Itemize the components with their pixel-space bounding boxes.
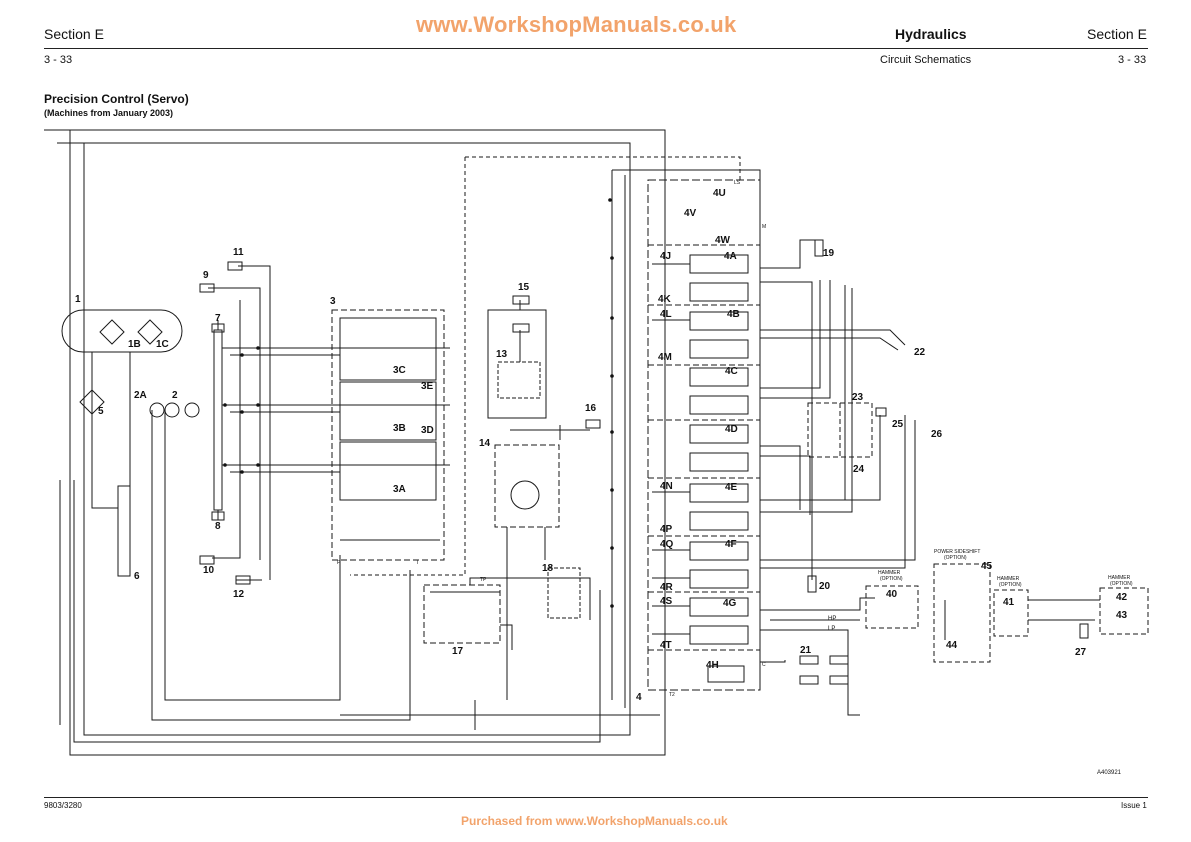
label-17: 17 xyxy=(452,646,464,657)
label-25: 25 xyxy=(892,419,904,430)
port-t2: T2 xyxy=(669,692,675,698)
label-24: 24 xyxy=(853,464,865,475)
label-4q: 4Q xyxy=(660,539,674,550)
page-number-right: 3 - 33 xyxy=(1118,54,1147,66)
label-7: 7 xyxy=(215,313,221,324)
label-1b: 1B xyxy=(128,339,141,350)
header-rule xyxy=(44,48,1148,49)
label-3e: 3E xyxy=(421,381,434,392)
section-label-right: Section E xyxy=(1087,26,1147,42)
watermark-top: www.WorkshopManuals.co.uk xyxy=(416,12,737,37)
label-12: 12 xyxy=(233,589,245,600)
section-label-left: Section E xyxy=(44,26,104,42)
label-4a: 4A xyxy=(724,251,737,262)
label-13: 13 xyxy=(496,349,508,360)
label-44: 44 xyxy=(946,640,958,651)
label-4r: 4R xyxy=(660,582,674,593)
label-4: 4 xyxy=(636,692,642,703)
chapter-subtitle: Circuit Schematics xyxy=(880,54,972,66)
footer-rule xyxy=(44,797,1148,798)
label-2a: 2A xyxy=(134,390,147,401)
label-10: 10 xyxy=(203,565,215,576)
hammer-option-2-line1: HAMMER xyxy=(997,576,1020,582)
label-4s: 4S xyxy=(660,596,673,607)
label-23: 23 xyxy=(852,392,864,403)
label-4j: 4J xyxy=(660,251,671,262)
port-lp: LP xyxy=(828,626,835,632)
label-1: 1 xyxy=(75,294,81,305)
label-3d: 3D xyxy=(421,425,434,436)
hammer-option-3-line1: HAMMER xyxy=(1108,575,1131,581)
port-hp: HP xyxy=(828,616,836,622)
label-4b: 4B xyxy=(727,309,740,320)
document-number: 9803/3280 xyxy=(44,801,82,810)
page-number-left: 3 - 33 xyxy=(44,54,73,66)
label-40: 40 xyxy=(886,589,898,600)
power-sideshift-line1: POWER SIDESHIFT xyxy=(934,549,980,555)
label-4c: 4C xyxy=(725,366,738,377)
diagram-subheading: (Machines from January 2003) xyxy=(44,108,174,118)
label-19: 19 xyxy=(823,248,835,259)
issue-number: Issue 1 xyxy=(1121,801,1147,810)
label-20: 20 xyxy=(819,581,831,592)
chapter-title: Hydraulics xyxy=(895,26,967,42)
label-3b: 3B xyxy=(393,423,406,434)
label-21: 21 xyxy=(800,645,812,656)
label-4e: 4E xyxy=(725,482,738,493)
hammer-option-1-line2: (OPTION) xyxy=(880,576,903,582)
label-22: 22 xyxy=(914,347,926,358)
label-1c: 1C xyxy=(156,339,169,350)
label-42: 42 xyxy=(1116,592,1128,603)
label-3: 3 xyxy=(330,296,336,307)
label-27: 27 xyxy=(1075,647,1087,658)
label-14: 14 xyxy=(479,438,491,449)
label-18: 18 xyxy=(542,563,554,574)
label-15: 15 xyxy=(518,282,530,293)
label-6: 6 xyxy=(134,571,140,582)
hammer-option-1-line1: HAMMER xyxy=(878,570,901,576)
label-4n: 4N xyxy=(660,481,673,492)
port-c: C xyxy=(762,662,766,668)
label-4m: 4M xyxy=(658,352,672,363)
label-5: 5 xyxy=(98,406,104,417)
power-sideshift-line2: (OPTION) xyxy=(944,555,967,561)
label-26: 26 xyxy=(931,429,943,440)
label-4h: 4H xyxy=(706,660,719,671)
label-9: 9 xyxy=(203,270,209,281)
label-4u: 4U xyxy=(713,188,726,199)
label-4g: 4G xyxy=(723,598,737,609)
port-p: P xyxy=(337,560,341,566)
port-t: T xyxy=(416,560,419,566)
label-3a: 3A xyxy=(393,484,406,495)
diagram-heading: Precision Control (Servo) xyxy=(44,92,189,106)
port-m: M xyxy=(762,224,766,230)
label-41: 41 xyxy=(1003,597,1015,608)
hammer-option-3-line2: (OPTION) xyxy=(1110,581,1133,587)
label-11: 11 xyxy=(233,247,244,258)
label-4l: 4L xyxy=(660,309,672,320)
watermark-bottom: Purchased from www.WorkshopManuals.co.uk xyxy=(461,814,728,828)
port-tp: TP xyxy=(480,577,487,583)
label-3c: 3C xyxy=(393,365,406,376)
label-4p: 4P xyxy=(660,524,673,535)
label-2: 2 xyxy=(172,390,178,401)
hammer-option-2-line2: (OPTION) xyxy=(999,582,1022,588)
label-4k: 4K xyxy=(658,294,672,305)
label-4v: 4V xyxy=(684,208,697,219)
port-ls: LS xyxy=(734,180,741,186)
label-43: 43 xyxy=(1116,610,1128,621)
label-45: 45 xyxy=(981,561,993,572)
label-4f: 4F xyxy=(725,539,737,550)
label-16: 16 xyxy=(585,403,597,414)
label-4d: 4D xyxy=(725,424,738,435)
label-4t: 4T xyxy=(660,640,672,651)
label-4w: 4W xyxy=(715,235,731,246)
drawing-reference: A403921 xyxy=(1097,770,1122,776)
label-8: 8 xyxy=(215,521,221,532)
